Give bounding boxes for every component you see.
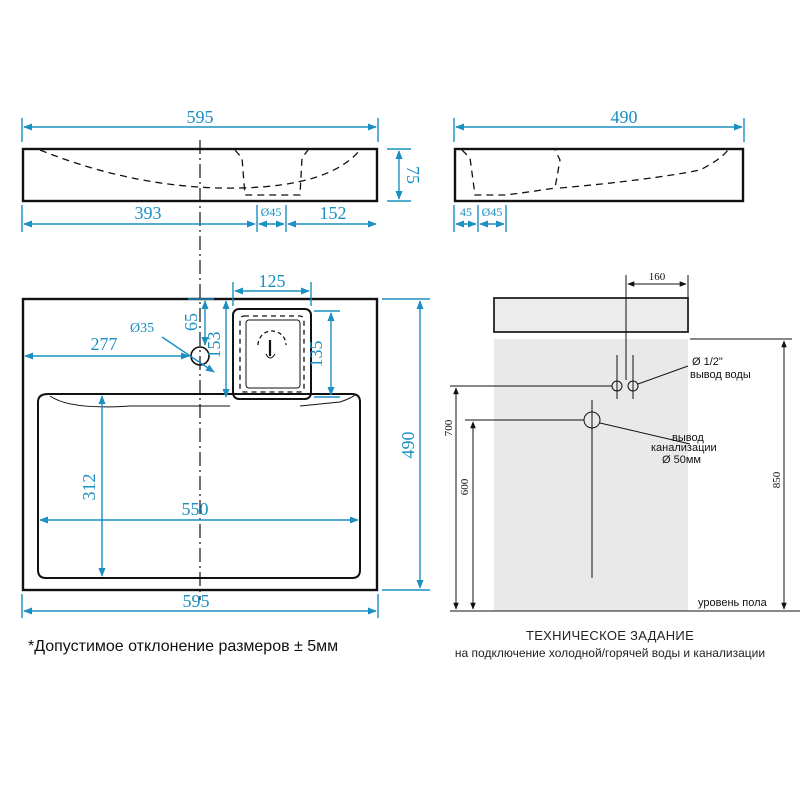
water-height-label: 700 [443, 419, 455, 436]
front-view: 595 75 393 Ø45 152 [21, 107, 423, 600]
installation-diagram: 160 Ø 1/2" вывод воды вывод канализации … [443, 271, 800, 612]
water-leader [637, 365, 689, 385]
bowl-rim-curve [299, 393, 357, 407]
tap-offset-y-label: 65 [181, 313, 201, 331]
shelf-depth-outer-label: 153 [204, 332, 224, 359]
spec-caption: ТЕХНИЧЕСКОЕ ЗАДАНИЕ на подключение холод… [430, 628, 790, 660]
drain-height-label: 600 [459, 478, 471, 495]
tap-offset-x-label: 277 [91, 334, 118, 354]
side-bowl-hidden-line [559, 149, 729, 189]
spec-subtitle: на подключение холодной/горячей воды и к… [454, 646, 766, 660]
tap-hole-diameter-label: Ø35 [130, 321, 154, 336]
plan-view: Ø35 65 277 125 153 135 312 550 490 [21, 271, 430, 618]
bowl-rim-curve [49, 395, 230, 408]
spec-title: ТЕХНИЧЕСКОЕ ЗАДАНИЕ [525, 628, 695, 643]
overflow-slot-curve [265, 353, 276, 359]
shelf-inner-outline [245, 319, 301, 389]
drain-hidden-line [234, 149, 309, 196]
side-depth-label: 490 [611, 107, 638, 127]
hot-water-outlet [627, 380, 639, 392]
water-label: вывод воды [690, 369, 751, 381]
drain-label-line1: вывод [672, 432, 704, 444]
total-depth-label: 490 [398, 432, 418, 459]
total-width-label: 595 [183, 591, 210, 611]
front-drain-label: Ø45 [261, 205, 282, 219]
drain-leader [599, 422, 691, 445]
drain-hole-hidden-line [257, 330, 287, 346]
front-width-label: 595 [187, 107, 214, 127]
tolerance-note: *Допустимое отклонение размеров ± 5мм [28, 638, 339, 655]
shelf-depth-inner-label: 135 [306, 341, 326, 368]
floor-level-label: уровень пола [698, 597, 768, 609]
bowl-outline [37, 393, 361, 579]
offset-label: 160 [649, 271, 666, 283]
front-right-offset-label: 152 [320, 203, 347, 223]
side-drain-hidden-line [461, 149, 561, 196]
basin-side-outline [453, 147, 745, 203]
front-left-offset-label: 393 [135, 203, 162, 223]
drain-size-label: Ø 50мм [662, 454, 701, 466]
water-size-label: Ø 1/2" [692, 356, 723, 368]
side-view: 490 45 Ø45 [453, 107, 745, 232]
drain-label-line2: канализации [651, 442, 717, 454]
bowl-depth-label: 312 [79, 474, 99, 501]
shelf-inner-hidden-line [239, 315, 305, 393]
bowl-width-label: 550 [182, 499, 209, 519]
front-height-label: 75 [403, 166, 423, 184]
shelf-width-label: 125 [259, 271, 286, 291]
basin-height-label: 850 [771, 471, 783, 488]
shelf-outline [232, 308, 312, 400]
side-drain-label: Ø45 [482, 205, 503, 219]
basin-silhouette [493, 297, 689, 333]
wall-area [494, 339, 688, 611]
bowl-hidden-line [39, 149, 361, 189]
side-offset-label: 45 [460, 205, 472, 219]
